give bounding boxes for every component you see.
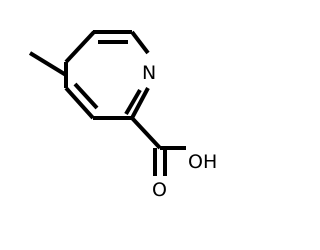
bond-n-c2-inner (124, 88, 142, 116)
hydroxyl-label: OH (188, 151, 217, 173)
pyridine-ring (64, 30, 150, 120)
bond-c3-c4 (64, 86, 95, 120)
carboxylic-acid-group (130, 116, 186, 176)
bond-c3-c4-inner (73, 82, 99, 110)
bond-n-c2 (130, 87, 150, 119)
bond-methyl (28, 51, 68, 77)
bond-c2-carboxyl (130, 116, 162, 150)
bond-c6-n (130, 30, 150, 55)
nitrogen-label: N (142, 62, 156, 84)
structure-diagram: N OH O (28, 30, 217, 201)
carbonyl-oxygen-label: O (152, 179, 167, 201)
bond-c4-c5 (64, 30, 96, 64)
